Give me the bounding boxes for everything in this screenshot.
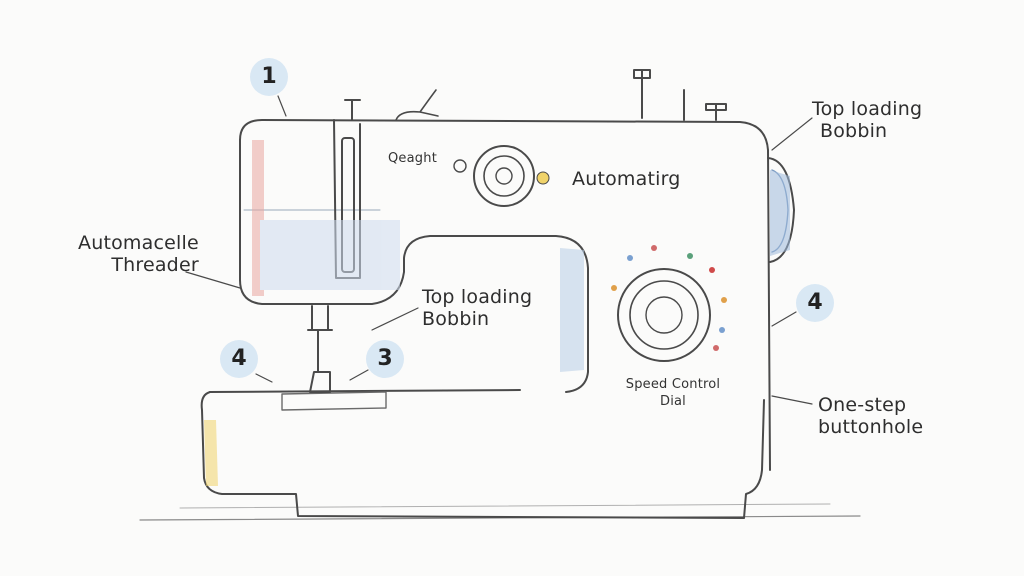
dial-dot-7: [719, 327, 725, 333]
accent-blue-neck: [560, 248, 584, 372]
leader-threader: [185, 271, 241, 289]
label-threader-line1: Automacelle: [78, 232, 199, 254]
label-buttonhole-line1: One-step: [818, 394, 907, 416]
bobbin-badge-dot: [536, 171, 550, 185]
spool-pin-small: [344, 99, 361, 121]
label-mid-line2: Bobbin: [422, 308, 490, 330]
dial-dot-2: [627, 255, 633, 261]
table-line: [139, 515, 861, 521]
head-front: [239, 139, 589, 393]
label-speed-line1: Speed Control: [625, 377, 721, 392]
label-top-loading-bobbin-mid: Top loading Bobbin: [422, 286, 532, 330]
accent-blue-wheel: [770, 170, 790, 256]
bobbin-outer: [473, 145, 535, 207]
leader-top-right: [771, 117, 813, 151]
badge-4-left: 4: [220, 340, 258, 378]
needle-plate: [281, 391, 387, 411]
dial-dot-6: [721, 297, 727, 303]
base-top: [209, 389, 521, 393]
accent-yellow: [204, 420, 218, 486]
speed-dial-inner: [645, 296, 683, 334]
label-threader: Automacelle Threader: [78, 232, 199, 276]
leader-1: [277, 95, 287, 117]
label-buttonhole-line2: buttonhole: [818, 416, 924, 438]
leader-buttonhole: [771, 395, 813, 405]
label-speed-control-dial: Speed Control Dial: [618, 376, 728, 410]
leader-3: [349, 369, 369, 381]
label-top-right-line2: Bobbin: [820, 120, 888, 142]
speed-dial-mid: [629, 280, 699, 350]
label-threader-line2: Threader: [111, 254, 199, 276]
leader-4-right: [771, 311, 797, 327]
machine-head: [239, 119, 771, 471]
badge-3: 3: [366, 340, 404, 378]
spool-pin-1: [633, 69, 651, 119]
thread-guide: [395, 89, 439, 121]
handwheel: [767, 157, 795, 263]
label-top-loading-bobbin-right: Top loading Bobbin: [812, 98, 922, 142]
machine-base: [200, 391, 765, 519]
badge-1: 1: [250, 58, 288, 96]
badge-4-right: 4: [796, 284, 834, 322]
speed-dial-outer: [617, 268, 711, 362]
bobbin-inner: [495, 167, 513, 185]
bobbin-mid: [483, 155, 525, 197]
label-speed-line2: Dial: [659, 394, 686, 409]
dial-dot-1: [611, 285, 617, 291]
label-mid-line1: Top loading: [422, 286, 533, 308]
accent-blue-arm: [260, 220, 400, 290]
table-line-2: [179, 503, 831, 509]
small-ring: [453, 159, 467, 173]
dial-dot-3: [651, 245, 657, 251]
needle-assembly: [307, 305, 333, 393]
dial-dot-4: [687, 253, 693, 259]
label-top-right-line1: Top loading: [812, 98, 923, 120]
spool-pin-3: [705, 103, 727, 121]
label-weight: Qeaght: [388, 151, 437, 166]
leader-4-left: [255, 373, 273, 383]
label-automatic: Automatirg: [572, 168, 681, 190]
dial-dot-8: [713, 345, 719, 351]
dial-dot-5: [709, 267, 715, 273]
leader-mid-bobbin: [371, 307, 419, 331]
label-one-step-buttonhole: One-step buttonhole: [818, 394, 923, 438]
